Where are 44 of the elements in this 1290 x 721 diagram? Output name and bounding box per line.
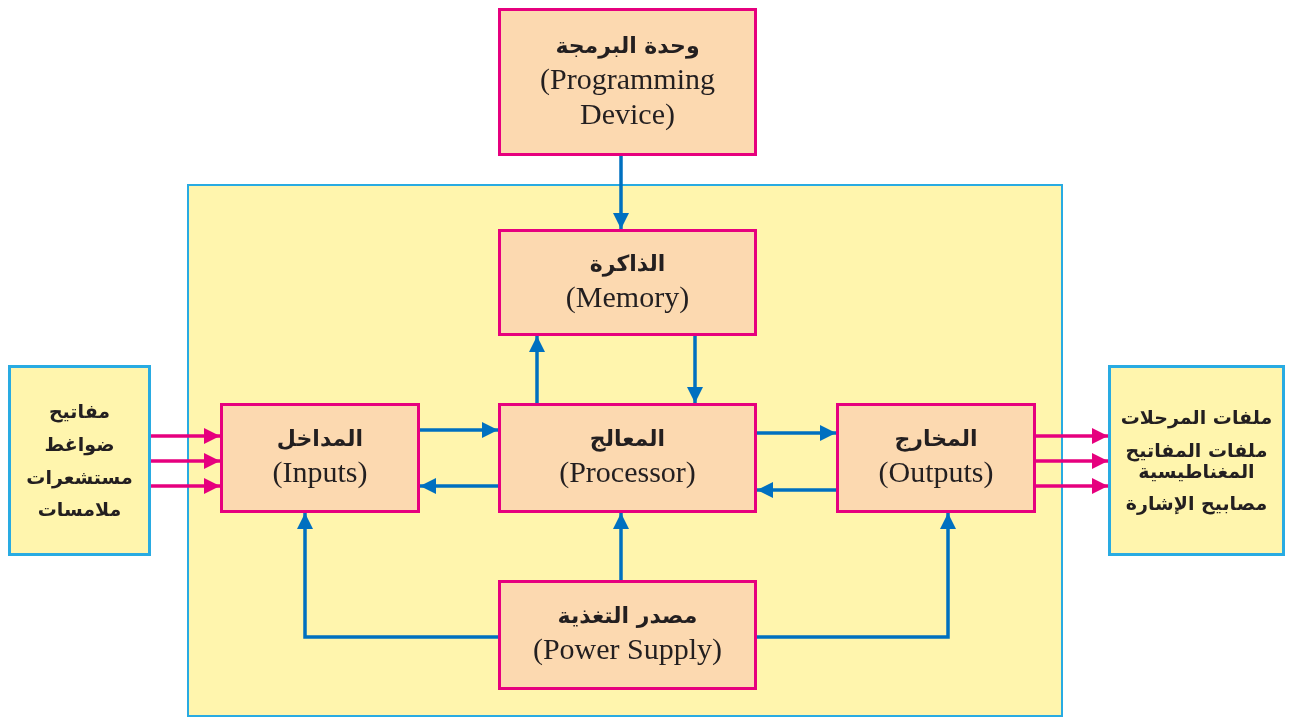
- process-box: [836, 403, 1036, 513]
- process-box: [498, 229, 757, 336]
- arrow: [757, 425, 836, 441]
- process-box: [498, 580, 757, 690]
- english-title: (Outputs): [878, 455, 994, 490]
- process-box: [498, 8, 757, 156]
- arrow: [529, 336, 545, 403]
- device-list-box: [1108, 365, 1285, 556]
- arrow: [1036, 428, 1108, 444]
- english-title: (Processor): [559, 455, 696, 490]
- controller-panel: [187, 184, 1063, 717]
- arrow: [613, 156, 629, 229]
- arrow: [757, 482, 836, 498]
- device-name: مفاتيح: [48, 400, 111, 422]
- arrow: [420, 422, 498, 438]
- process-box: [220, 403, 420, 513]
- process-box: [498, 403, 757, 513]
- arrow: [1036, 478, 1108, 494]
- arrow: [1036, 453, 1108, 469]
- arrow: [687, 336, 703, 403]
- arabic-title: المخارج: [894, 426, 978, 452]
- english-title: (Memory): [565, 279, 690, 315]
- device-list-box: [8, 365, 151, 556]
- arrow: [757, 513, 956, 639]
- arabic-title: المعالج: [589, 426, 666, 452]
- device-name: مستشعرات: [26, 466, 133, 488]
- arrow: [297, 513, 498, 639]
- device-name: مصابيح الإشارة: [1125, 493, 1268, 515]
- english-title: (Programming Device): [539, 62, 716, 132]
- device-name: ضواغط: [44, 433, 115, 455]
- arabic-title: مصدر التغذية: [557, 603, 698, 629]
- arabic-title: وحدة البرمجة: [555, 32, 700, 59]
- english-title: (Inputs): [272, 455, 368, 490]
- device-name: ملفات المرحلات: [1120, 406, 1273, 428]
- arrow: [613, 513, 629, 580]
- device-name: ملامسات: [37, 499, 122, 521]
- arrow: [151, 428, 220, 444]
- arrow: [151, 453, 220, 469]
- arrow: [420, 478, 498, 494]
- arrow: [151, 478, 220, 494]
- english-title: (Power Supply): [532, 632, 723, 667]
- device-name: ملفات المفاتيح المغناطيسية: [1124, 439, 1269, 482]
- arabic-title: الذاكرة: [589, 250, 666, 276]
- arabic-title: المداخل: [276, 426, 364, 452]
